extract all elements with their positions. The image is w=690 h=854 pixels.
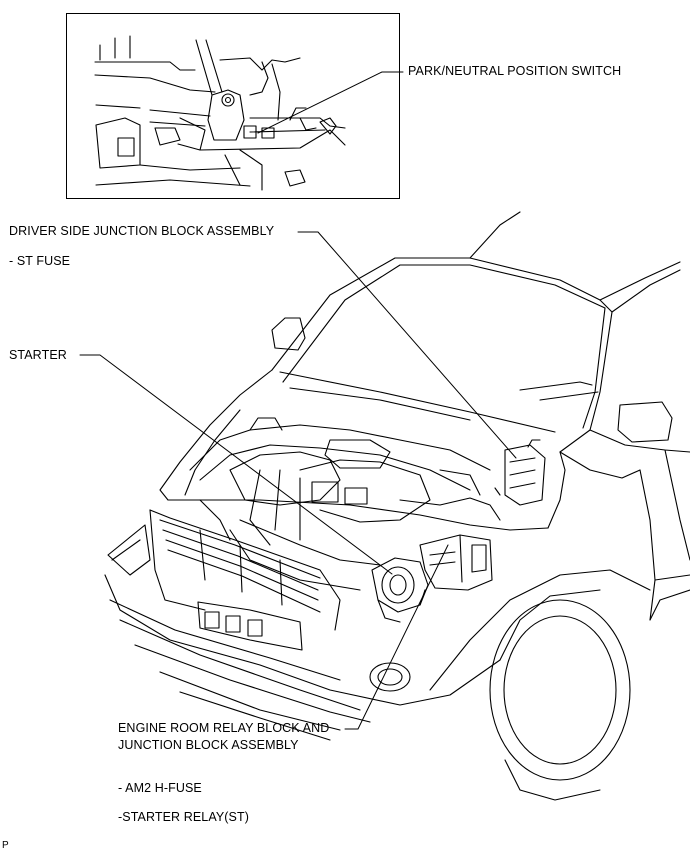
starter-relay-label: -STARTER RELAY(ST) <box>118 810 249 824</box>
engine-room-relay-block-label-line1: ENGINE ROOM RELAY BLOCK AND <box>118 721 330 735</box>
st-fuse-label: - ST FUSE <box>9 254 71 268</box>
inset-drawing <box>94 35 346 191</box>
starter-label: STARTER <box>9 348 67 362</box>
am2-h-fuse-label: - AM2 H-FUSE <box>118 781 202 795</box>
park-neutral-position-switch-label: PARK/NEUTRAL POSITION SWITCH <box>408 64 622 78</box>
vehicle-body <box>104 211 690 801</box>
detail-inset-frame <box>66 13 400 199</box>
driver-side-junction-block-label: DRIVER SIDE JUNCTION BLOCK ASSEMBLY <box>9 224 275 238</box>
engine-room-relay-block-label-line2: JUNCTION BLOCK ASSEMBLY <box>118 738 299 752</box>
corner-mark: P <box>2 840 9 851</box>
engine-bay <box>189 417 546 623</box>
callout-lines <box>79 231 517 730</box>
